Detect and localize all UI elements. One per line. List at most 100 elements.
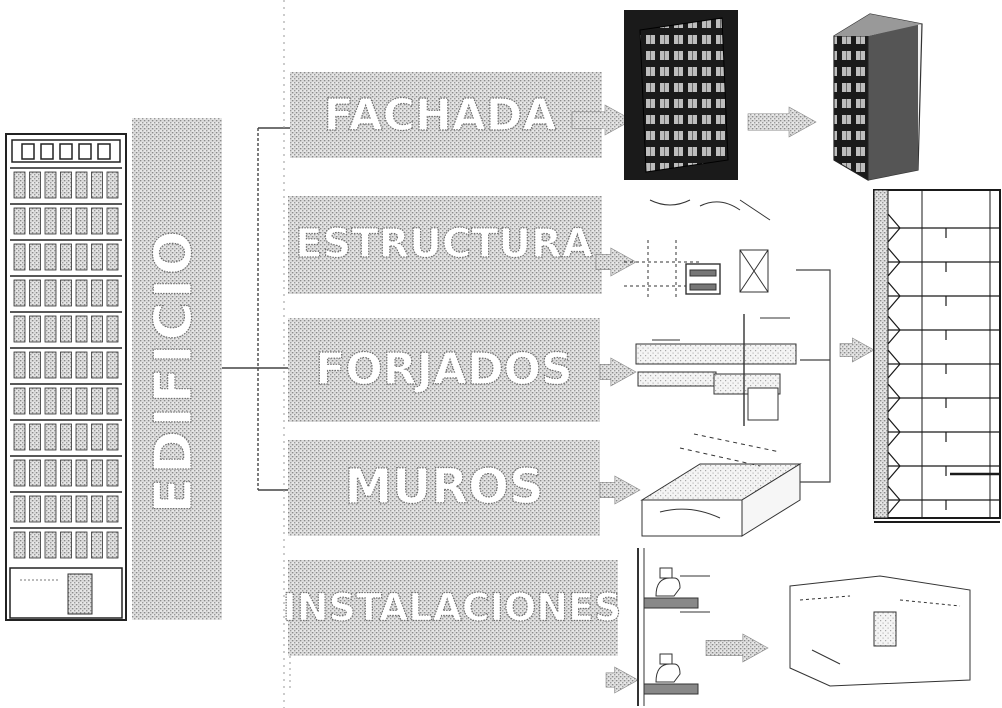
facade-window xyxy=(30,424,41,450)
installations-section-drawing xyxy=(638,548,710,706)
facade-window xyxy=(14,496,25,522)
facade-window xyxy=(14,172,25,198)
facade-window xyxy=(14,352,25,378)
main-label: EDIFICIO xyxy=(144,227,204,514)
facade-window xyxy=(14,208,25,234)
top-window xyxy=(98,144,110,159)
facade-window xyxy=(92,280,103,306)
facade-window xyxy=(76,172,87,198)
facade-window xyxy=(14,388,25,414)
facade-window xyxy=(92,460,103,486)
facade-window xyxy=(107,532,118,558)
arrow-muros xyxy=(600,476,640,504)
facade-window xyxy=(76,352,87,378)
structure-grid-drawing xyxy=(624,200,770,300)
facade-window xyxy=(76,244,87,270)
facade-window xyxy=(107,460,118,486)
top-window xyxy=(41,144,53,159)
facade-window xyxy=(45,172,56,198)
branch-label-estructura: ESTRUCTURA xyxy=(295,221,593,267)
branch-label-muros: MUROS xyxy=(344,459,543,515)
facade-window xyxy=(45,460,56,486)
facade-window xyxy=(45,532,56,558)
branch-label-forjados: FORJADOS xyxy=(315,344,572,395)
facade-window xyxy=(76,460,87,486)
facade-window xyxy=(61,424,72,450)
facade-window xyxy=(45,316,56,342)
facade-window xyxy=(92,208,103,234)
facade-window xyxy=(45,424,56,450)
facade-window xyxy=(92,496,103,522)
facade-window xyxy=(76,388,87,414)
facade-window xyxy=(14,244,25,270)
wall-perspective-drawing xyxy=(642,434,800,536)
facade-window xyxy=(61,244,72,270)
facade-window xyxy=(61,496,72,522)
facade-building-image xyxy=(834,14,922,180)
facade-window xyxy=(76,280,87,306)
arrow-facade-to-building xyxy=(748,107,816,137)
top-window xyxy=(79,144,91,159)
facade-window xyxy=(107,424,118,450)
branch-fachada: FACHADA xyxy=(290,72,602,158)
section-connector xyxy=(796,270,830,482)
branch-connectors xyxy=(222,0,290,708)
facade-window xyxy=(92,424,103,450)
facade-window xyxy=(107,280,118,306)
branch-label-instalaciones: INSTALACIONES xyxy=(283,586,622,630)
facade-window xyxy=(30,244,41,270)
facade-window xyxy=(92,532,103,558)
facade-window xyxy=(30,280,41,306)
facade-window xyxy=(45,352,56,378)
branch-forjados: FORJADOS xyxy=(288,318,600,422)
facade-window xyxy=(76,208,87,234)
facade-window xyxy=(76,316,87,342)
facade-window xyxy=(92,316,103,342)
facade-window xyxy=(107,208,118,234)
facade-window xyxy=(30,316,41,342)
top-window xyxy=(60,144,72,159)
facade-window xyxy=(14,460,25,486)
facade-window xyxy=(30,172,41,198)
branch-label-fachada: FACHADA xyxy=(324,90,557,141)
facade-window xyxy=(30,388,41,414)
building-elevation xyxy=(6,134,126,620)
arrow-installations-to-plan xyxy=(706,634,768,662)
facade-window xyxy=(14,316,25,342)
facade-window xyxy=(61,460,72,486)
bathroom-plan-drawing xyxy=(790,576,970,686)
facade-window xyxy=(61,208,72,234)
facade-window xyxy=(61,388,72,414)
facade-window xyxy=(45,208,56,234)
facade-window xyxy=(45,244,56,270)
facade-window xyxy=(107,496,118,522)
facade-window xyxy=(92,352,103,378)
facade-window xyxy=(45,388,56,414)
facade-window xyxy=(30,496,41,522)
facade-window xyxy=(30,208,41,234)
facade-window xyxy=(76,532,87,558)
facade-window xyxy=(92,244,103,270)
facade-window xyxy=(14,280,25,306)
facade-window xyxy=(30,352,41,378)
building-section-drawing xyxy=(874,190,1000,522)
facade-window xyxy=(45,280,56,306)
slab-section-drawing xyxy=(636,314,796,426)
facade-detail-image xyxy=(624,10,738,180)
branch-estructura: ESTRUCTURA xyxy=(288,196,602,294)
top-window xyxy=(22,144,34,159)
facade-window xyxy=(107,244,118,270)
facade-window xyxy=(61,172,72,198)
facade-window xyxy=(30,460,41,486)
arrow-instalaciones xyxy=(606,667,638,693)
facade-window xyxy=(107,388,118,414)
facade-window xyxy=(107,172,118,198)
facade-window xyxy=(107,316,118,342)
facade-window xyxy=(14,424,25,450)
arrow-to-section xyxy=(840,338,874,362)
facade-window xyxy=(61,316,72,342)
facade-window xyxy=(30,532,41,558)
main-label-box: EDIFICIO xyxy=(132,118,222,620)
facade-window xyxy=(61,280,72,306)
